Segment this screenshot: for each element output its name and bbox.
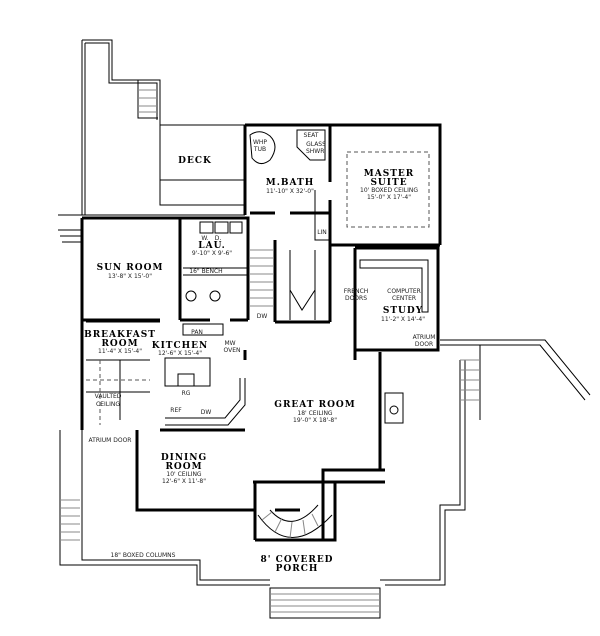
range-label: RG [182,390,191,397]
kitchen-fixtures [164,323,246,426]
kitchen-dims: 12'-6" X 15'-4" [158,350,202,357]
dining-room-label: DINING [161,453,207,463]
main-walls [80,216,440,540]
master-suite-label-2: SUITE [370,178,407,188]
interior-stairs [250,249,316,320]
m-bath-label: M.BATH [266,178,314,188]
study-dims: 11'-2" X 14'-4" [381,316,425,323]
great-room-label: GREAT ROOM [274,400,355,410]
sun-room-label: SUN ROOM [97,263,164,273]
vaulted-ceiling-label: VAULTED [95,393,122,400]
curved-stair [253,480,337,542]
deck-area [58,39,246,243]
study-atrium-door-label-2: DOOR [415,341,433,348]
porch [59,339,591,619]
pantry-label: PAN [191,329,203,336]
sun-room-dims: 13'-8" X 15'-0" [108,273,152,280]
lau-label: LAU. [198,241,225,251]
glass-shwr-label: GLASS [306,141,326,148]
great-room-dims: 19'-0" X 18'-8" [293,417,337,424]
dishwasher-label: DW [201,409,212,416]
master-wing [243,123,442,247]
m-bath-dims: 11'-10" X 32'-0" [266,188,314,195]
deck-label: DECK [178,156,212,166]
whp-tub-label: WHP [253,139,267,146]
dining-room-dims: 12'-6" X 11'-8" [162,478,206,485]
seat-label: SEAT [304,132,319,139]
boxed-columns-label: 18" BOXED COLUMNS [111,552,176,559]
master-suite-dims: 15'-0" X 17'-4" [367,194,411,201]
french-doors-label-2: DOORS [345,295,367,302]
oven-label: OVEN [223,347,240,354]
mw-label: MW [224,340,235,347]
kitchen-label: KITCHEN [152,341,208,351]
study-label: STUDY [383,306,423,316]
atrium-door-label: ATRIUM DOOR [89,437,132,444]
lin-label: LIN [317,229,327,236]
porch-label-2: PORCH [276,564,319,574]
study-atrium-door-label: ATRIUM [413,334,436,341]
study-fixtures [359,259,429,313]
dryer-label: D. [215,235,222,242]
porch-label: 8' COVERED [261,555,334,565]
computer-center-label-2: CENTER [392,295,416,302]
glass-shwr-label-2: SHWR. [306,148,326,155]
stair-dw-label: DW [257,313,268,320]
whp-tub-label-2: TUB [253,146,266,153]
refrigerator-label: REF [170,407,182,414]
washer-label: W. [201,235,208,242]
breakfast-room-dims: 11'-4" X 15'-4" [98,348,142,355]
french-doors-label: FRENCH [344,288,369,295]
breakfast-room-label: BREAKFAST [84,330,156,340]
dining-room-label-2: ROOM [165,462,202,472]
master-suite-ceiling: 10' BOXED CEILING [360,187,418,194]
fireplace [384,392,404,424]
master-suite-label: MASTER [364,169,414,179]
great-room-ceiling: 18' CEILING [297,410,333,417]
dining-room-ceiling: 10' CEILING [166,471,202,478]
vaulted-ceiling-label-2: CEILING [96,401,120,408]
lau-dims: 9'-10" X 9'-6" [192,250,232,257]
computer-center-label: COMPUTER [387,288,421,295]
laundry-fixtures [183,221,248,302]
bench-label: 16" BENCH [189,268,222,275]
breakfast-room-label-2: ROOM [101,339,138,349]
